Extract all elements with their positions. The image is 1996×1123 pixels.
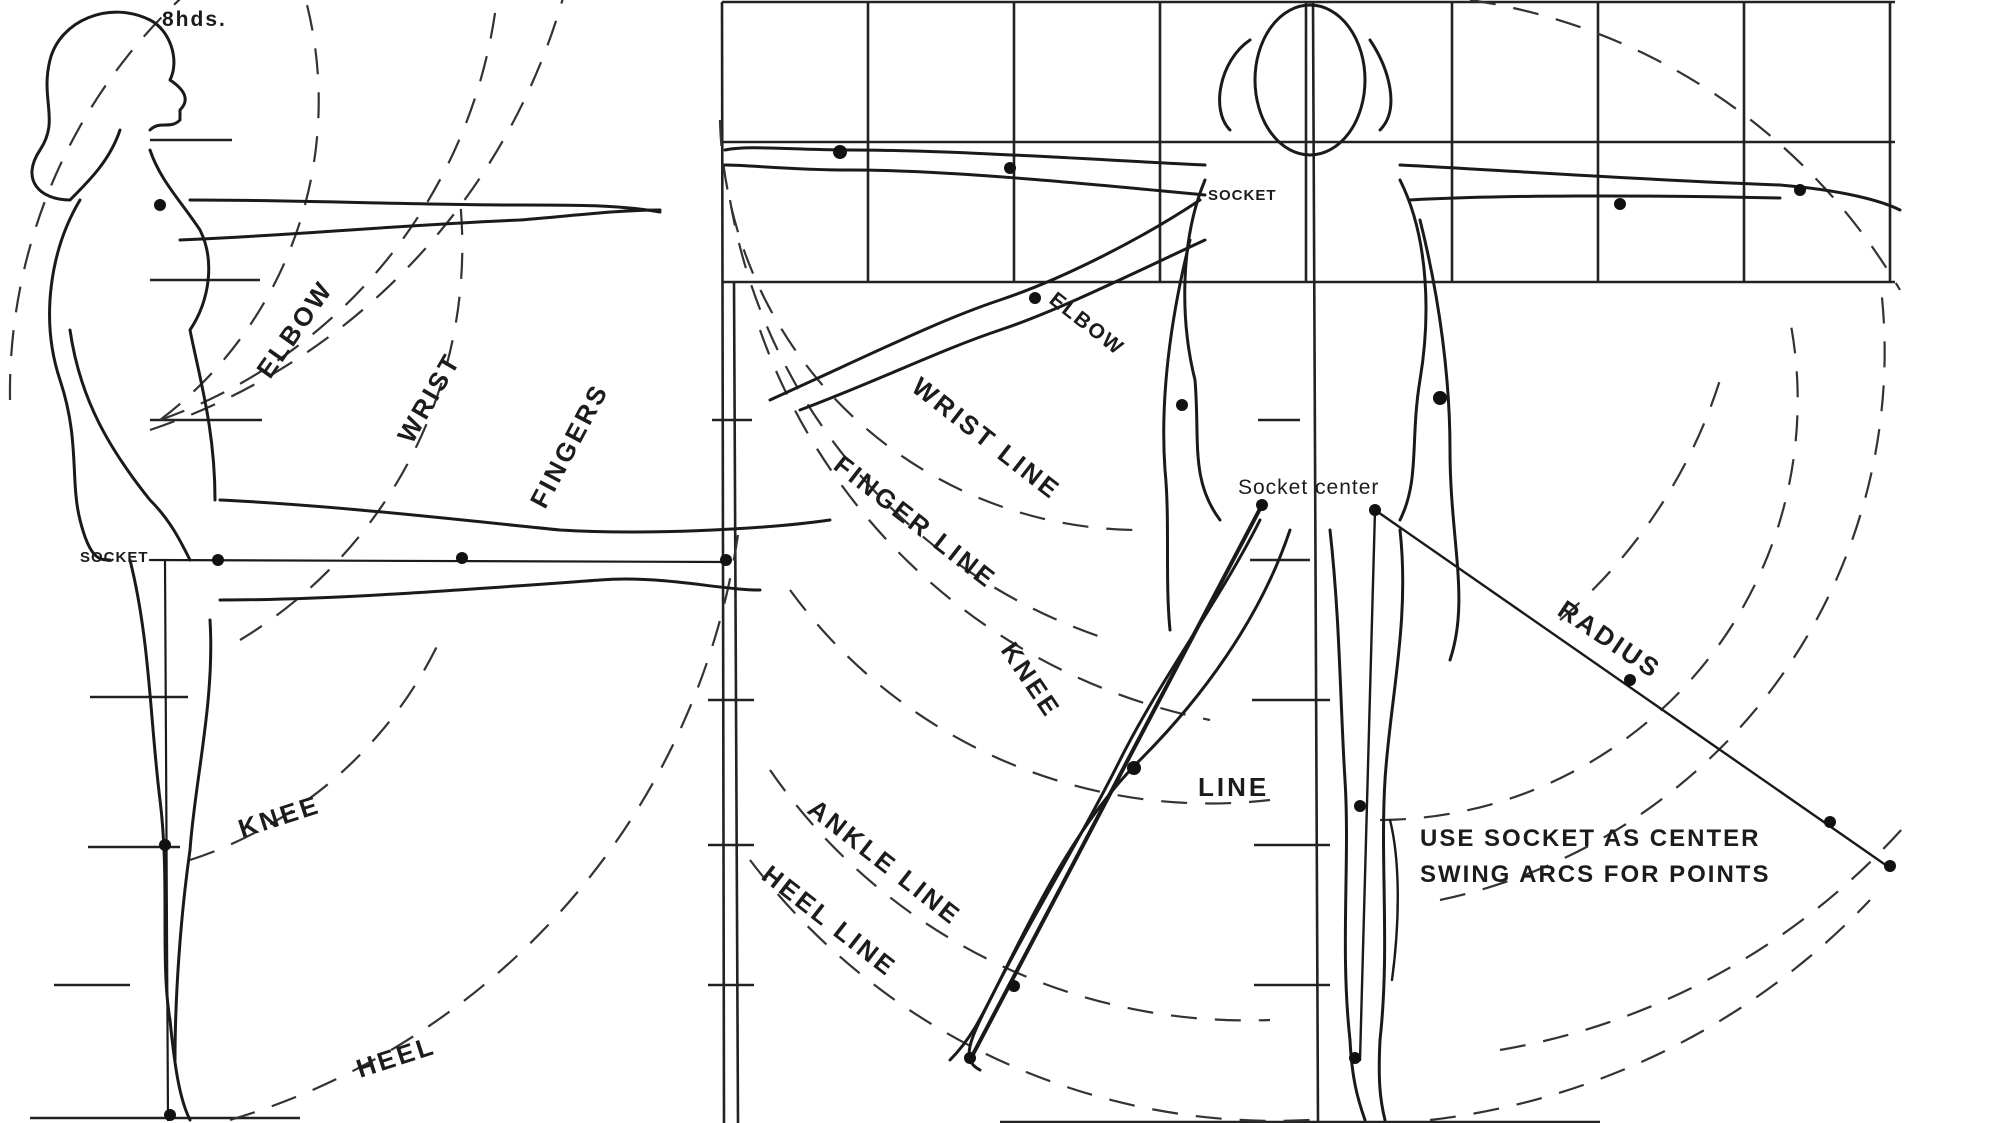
radius-label: RADIUS [1553,594,1667,685]
left-heel-label: HEEL [353,1030,440,1084]
right-knee-label: KNEE [995,637,1067,724]
head-unit-ticks [30,140,1600,1122]
note-line-2: SWING ARCS FOR POINTS [1420,861,1770,888]
left-socket-label: SOCKET [80,549,149,566]
left-figure [32,12,830,1121]
knee-line-label: LINE [1198,772,1269,802]
left-elbow-label: ELBOW [250,275,339,384]
socket-center-label: Socket center [1238,476,1379,499]
right-elbow-label: ELBOW [1045,288,1129,360]
left-knee-label: KNEE [235,789,324,844]
heads-count-label: 8hds. [162,8,227,31]
left-fingers-label: FINGERS [524,378,615,513]
left-wrist-label: WRIST [391,347,466,448]
finger-line-label: FINGER LINE [828,449,1002,594]
diagram-labels: 8hds. ELBOW WRIST FINGERS SOCKET KNEE HE… [80,8,1770,1084]
note-line-1: USE SOCKET AS CENTER [1420,825,1760,852]
wrist-line-label: WRIST LINE [906,371,1066,506]
right-socket-label: SOCKET [1208,187,1277,204]
